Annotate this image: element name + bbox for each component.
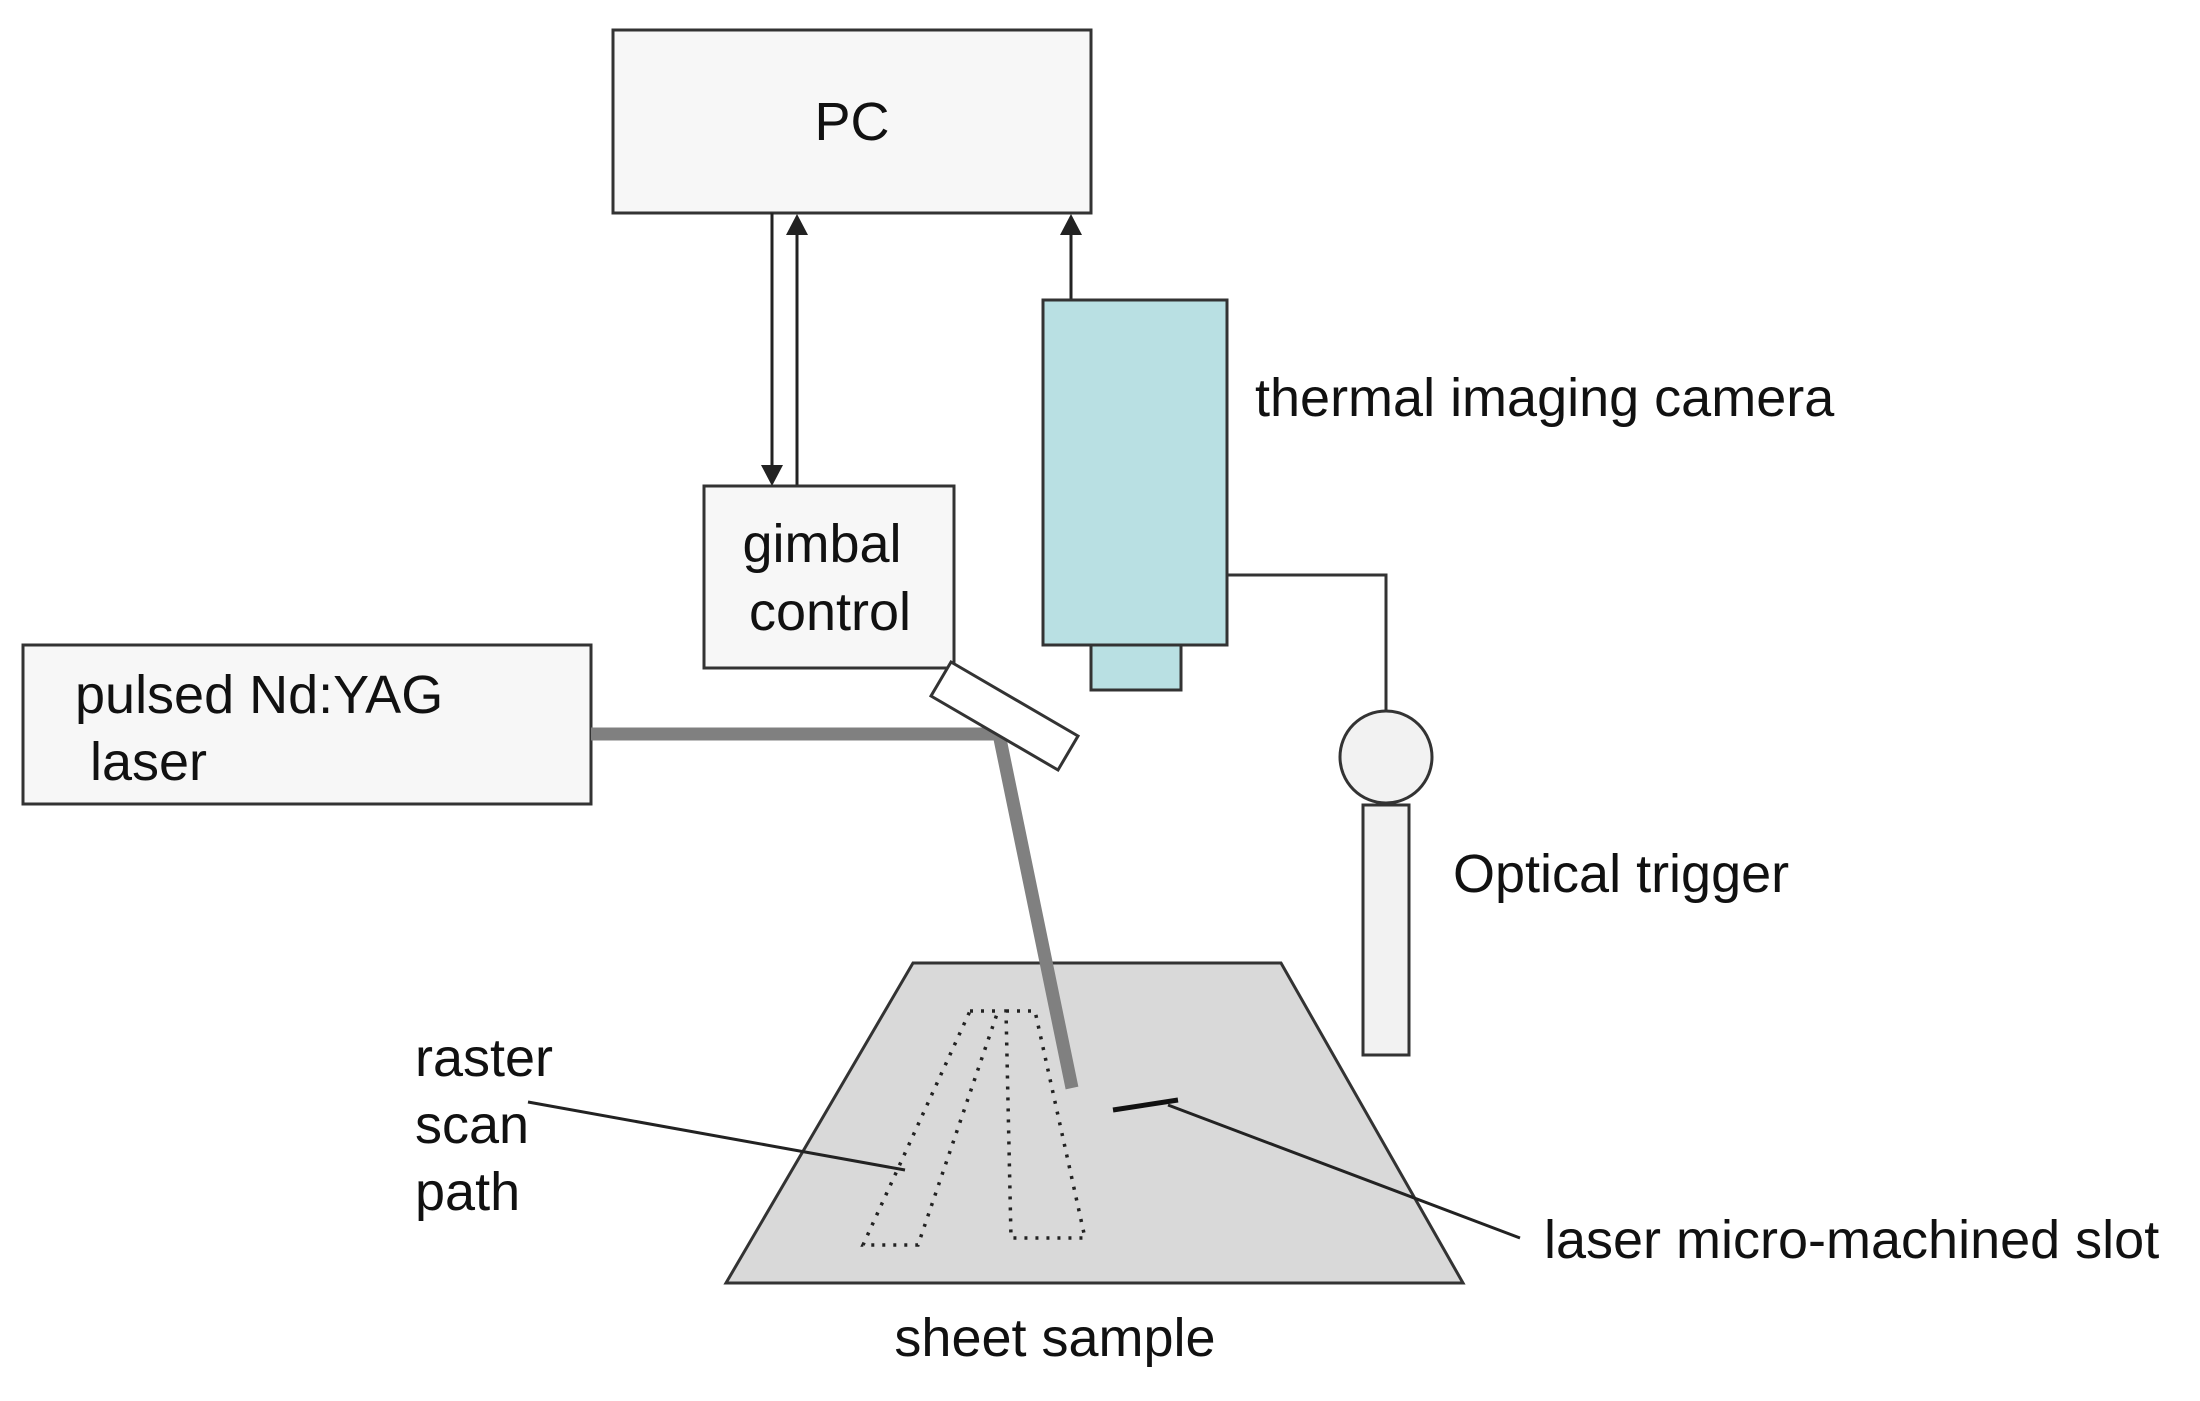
raster-scan-path-left [860, 1009, 1001, 1247]
trigger-sensor-head [1338, 709, 1434, 805]
thermal-imaging-camera [1041, 298, 1229, 692]
gimbal-label-line1: gimbal [742, 514, 901, 574]
pc-label: PC [814, 92, 889, 152]
trigger-stand [1361, 803, 1411, 1057]
raster-label-line1: raster [415, 1028, 553, 1088]
raster-leader-line [527, 1100, 906, 1172]
camera-label: thermal imaging camera [1255, 368, 1835, 428]
raster-label-line2: scan [415, 1095, 529, 1155]
gimbal-label-line2: control [749, 582, 911, 642]
camera-trigger-cable [1227, 573, 1388, 711]
micro-machined-slot [1112, 1097, 1179, 1113]
trigger-label: Optical trigger [1453, 844, 1789, 904]
sheet-sample [723, 961, 1466, 1285]
laser-label-line1: pulsed Nd:YAG [75, 665, 443, 725]
optical-trigger [1338, 709, 1434, 1057]
pc-gimbal-link [761, 213, 808, 486]
gimbal-mirror [928, 659, 1081, 773]
slot-label: laser micro-machined slot [1544, 1210, 2159, 1270]
camera-pc-link [1060, 214, 1082, 300]
camera-body [1041, 298, 1229, 647]
gimbal-control-box: gimbal control [702, 484, 956, 670]
pc-box: PC [611, 28, 1093, 215]
camera-up-arrowhead [1060, 214, 1082, 235]
down-arrowhead [761, 465, 783, 486]
laser-box: pulsed Nd:YAG laser [21, 643, 593, 806]
slot-leader-line [1167, 1103, 1521, 1240]
raster-label-line3: path [415, 1162, 520, 1222]
laser-label-line2: laser [90, 732, 207, 792]
camera-lens [1089, 643, 1183, 692]
sample-label: sheet sample [894, 1308, 1215, 1368]
up-arrowhead [786, 214, 808, 235]
